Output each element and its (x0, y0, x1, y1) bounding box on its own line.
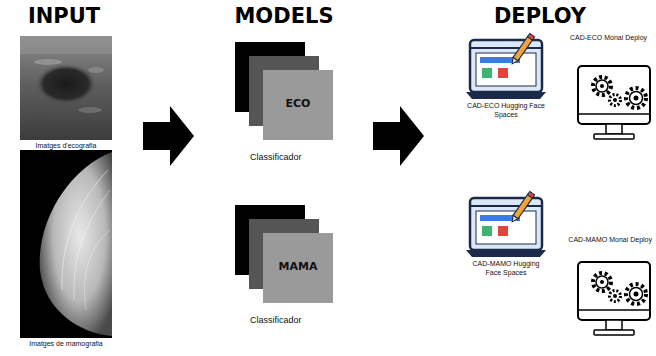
flow-arrow (143, 106, 194, 166)
column-heading: DEPLOY (465, 4, 615, 28)
laptop-icon (466, 192, 546, 257)
caption-text: Classificador (250, 315, 336, 326)
column-heading: MODELS (209, 4, 359, 28)
caption-text: Imatges d'ecografia (14, 142, 118, 151)
caption-text: CAD-ECO Hugging Face Spaces (466, 102, 546, 120)
model-stack (235, 205, 333, 303)
model-stack (235, 42, 333, 140)
caption-text: CAD-ECO Monai Deploy (570, 34, 654, 43)
caption-text: Imatges de mamografia (14, 340, 118, 349)
column-heading: INPUT (0, 4, 139, 28)
mammography-image (20, 150, 112, 338)
model-node: MAMA Classificador (232, 203, 338, 331)
laptop-icon (466, 34, 546, 99)
caption-text: Classificador (250, 152, 336, 163)
ultrasound-image (20, 36, 112, 140)
image-node: Imatges d'ecografia (14, 34, 118, 152)
monitor-icon (578, 66, 650, 139)
image-node: Imatges de mamografia (14, 148, 118, 352)
model-title: MAMA (263, 260, 333, 274)
caption-text: CAD-MAMO Monai Deploy (568, 236, 652, 245)
monitor-icon (578, 262, 650, 335)
deploy-node: CAD-ECO Monai Deploy (566, 34, 654, 146)
deploy-node: CAD-MAMO Hugging Face Spaces (456, 192, 556, 282)
deploy-node: CAD-ECO Hugging Face Spaces (456, 34, 556, 124)
caption-text: CAD-MAMO Hugging Face Spaces (466, 260, 546, 278)
model-node: ECO Classificador (232, 40, 338, 168)
flow-arrow (373, 106, 424, 166)
deploy-node: CAD-MAMO Monai Deploy (564, 236, 654, 346)
model-title: ECO (263, 97, 333, 111)
